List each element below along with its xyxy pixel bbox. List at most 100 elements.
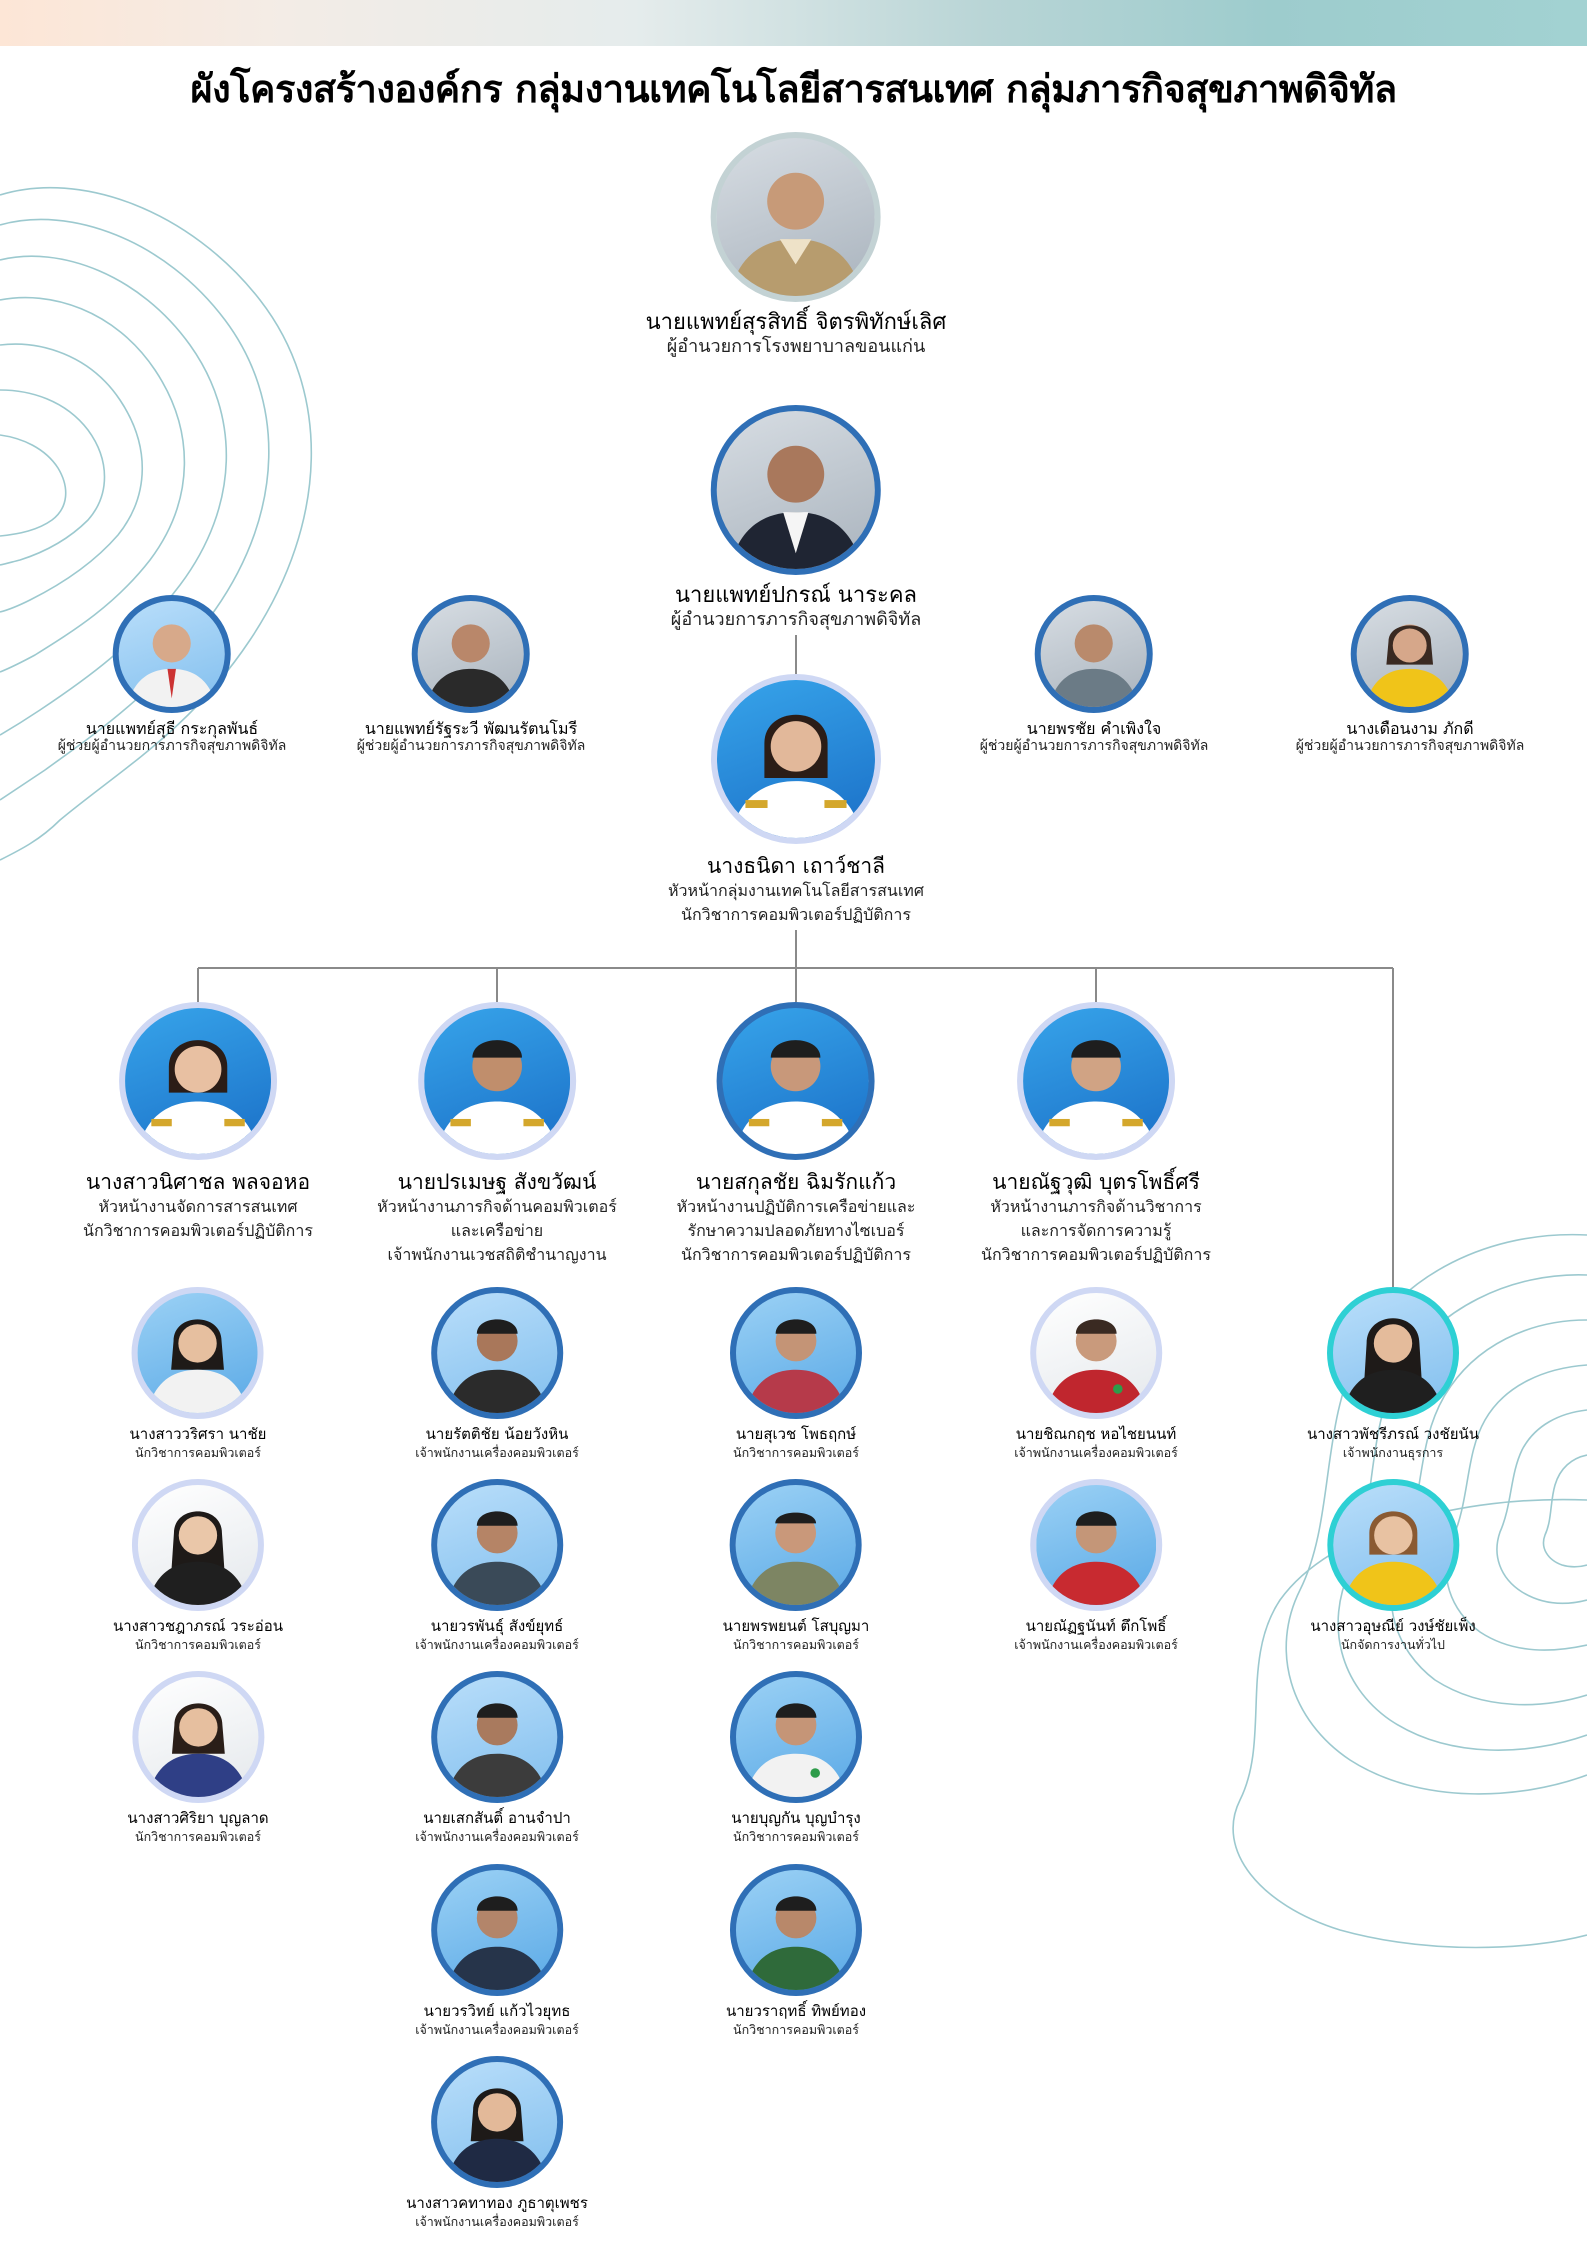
staff-photo [730, 1479, 862, 1611]
staff-node: นายวรพันธุ์ สังข์ยุทธ์ เจ้าพนักงานเครื่อ… [415, 1479, 579, 1653]
team-lead-role: หัวหน้างานภารกิจด้านวิชาการ [990, 1197, 1202, 1217]
team-lead-name: นายณัฐวุฒิ บุตรโพธิ์ศรี [992, 1170, 1200, 1194]
deputy-name: นายแพทย์ปกรณ์ นาระคล [674, 583, 918, 608]
staff-photo [1029, 1287, 1162, 1419]
assistant-node: นายแพทย์สุธี กระกุลพันธ์ ผู้ช่วยผู้อำนวย… [58, 595, 286, 756]
team-lead-node: นางสาวนิศาชล พลจอหอ หัวหน้างานจัดการสารส… [83, 1002, 313, 1243]
staff-name: นายสุเวช โพธฤกษ์ [735, 1425, 857, 1443]
director-photo [711, 132, 881, 302]
staff-node: นางสาวคทาทอง ภูธาตุเพชร เจ้าพนักงานเครื่… [406, 2056, 588, 2230]
staff-name: นางสาวชฎาภรณ์ วระอ่อน [112, 1617, 284, 1635]
assistant-node: นายพรชัย คำเพิงใจ ผู้ช่วยผู้อำนวยการภารก… [979, 595, 1209, 756]
staff-photo [430, 1864, 563, 1996]
staff-role: นักวิชาการคอมพิวเตอร์ [733, 1445, 859, 1460]
team-lead-role-line2: รักษาความปลอดภัยทางไซเบอร์ [687, 1221, 905, 1241]
team-lead-photo [418, 1002, 576, 1160]
staff-node: นายพรพยนต์ โสบุญมา นักวิชาการคอมพิวเตอร์ [722, 1479, 870, 1653]
team-lead-node: นายณัฐวุฒิ บุตรโพธิ์ศรี หัวหน้างานภารกิจ… [981, 1002, 1211, 1267]
staff-name: นายวรพันธุ์ สังข์ยุทธ์ [430, 1617, 564, 1635]
staff-node: นายสุเวช โพธฤกษ์ นักวิชาการคอมพิวเตอร์ [730, 1287, 862, 1461]
staff-role: เจ้าพนักงานเครื่องคอมพิวเตอร์ [415, 2022, 579, 2037]
staff-role: เจ้าพนักงานเครื่องคอมพิวเตอร์ [1014, 1637, 1178, 1652]
staff-name: นายวราฤทธิ์ ทิพย์ทอง [725, 2002, 867, 2020]
staff-role: นักวิชาการคอมพิวเตอร์ [135, 1829, 261, 1844]
staff-photo [1029, 1479, 1162, 1611]
page-title: ผังโครงสร้างองค์กร กลุ่มงานเทคโนโลยีสารส… [190, 67, 1397, 111]
staff-node: นางสาวชฎาภรณ์ วระอ่อน นักวิชาการคอมพิวเต… [113, 1479, 283, 1653]
staff-name: นายพรพยนต์ โสบุญมา [722, 1617, 870, 1635]
staff-node: นายบุญกัน บุญบำรุง นักวิชาการคอมพิวเตอร์ [730, 1671, 862, 1845]
assistant-name: นางเดือนงาม ภักดี [1346, 719, 1474, 738]
staff-photo [430, 1287, 563, 1419]
assistant-node: นายแพทย์รัฐระวี พัฒนรัตนโมรี ผู้ช่วยผู้อ… [356, 595, 586, 756]
staff-name: นางสาววริศรา นาชัย [129, 1425, 267, 1443]
staff-name: นางสาวอุษณีย์ วงษ์ชัยเพ็ง [1310, 1617, 1476, 1635]
team-lead-node: นายปรเมษฐ สังขวัฒน์ หัวหน้างานภารกิจด้าน… [377, 1002, 617, 1267]
assistant-role: ผู้ช่วยผู้อำนวยการภารกิจสุขภาพดิจิทัล [356, 738, 586, 755]
team-lead-role: หัวหน้างานภารกิจด้านคอมพิวเตอร์ [377, 1197, 617, 1217]
staff-photo [430, 2056, 563, 2188]
staff-photo [729, 1864, 862, 1996]
team-lead-position: เจ้าพนักงานเวชสถิติชำนาญงาน [387, 1245, 607, 1265]
head-role: หัวหน้ากลุ่มงานเทคโนโลยีสารสนเทศ [667, 881, 925, 901]
staff-name: นายรัตติชัย น้อยวังหิน [425, 1425, 569, 1443]
head-position: นักวิชาการคอมพิวเตอร์ปฏิบัติการ [681, 905, 911, 925]
staff-node: นายชิณกฤช หอไชยนนท์ เจ้าพนักงานเครื่องคอ… [1014, 1287, 1178, 1461]
head-node: นางธนิดา เถาว์ชาลี หัวหน้ากลุ่มงานเทคโนโ… [668, 674, 924, 927]
assistant-photo [113, 595, 231, 713]
team-lead-position: นักวิชาการคอมพิวเตอร์ปฏิบัติการ [981, 1245, 1211, 1265]
staff-name: นายบุญกัน บุญบำรุง [731, 1809, 861, 1827]
staff-role: นักจัดการงานทั่วไป [1340, 1637, 1446, 1652]
staff-name: นายชิณกฤช หอไชยนนท์ [1015, 1425, 1177, 1443]
team-lead-role: หัวหน้างานจัดการสารสนเทศ [98, 1197, 298, 1217]
staff-name: นางสาวคทาทอง ภูธาตุเพชร [406, 2194, 588, 2212]
staff-role: เจ้าพนักงานเครื่องคอมพิวเตอร์ [415, 1445, 579, 1460]
head-name: นางธนิดา เถาว์ชาลี [706, 854, 886, 878]
staff-node: นางสาวพัชรีภรณ์ วงชัยนัน เจ้าพนักงานธุรก… [1307, 1287, 1479, 1461]
staff-role: เจ้าพนักงานเครื่องคอมพิวเตอร์ [415, 2214, 579, 2229]
assistant-photo [1351, 595, 1469, 713]
staff-role: นักวิชาการคอมพิวเตอร์ [733, 2022, 859, 2037]
staff-node: นายณัฏฐนันท์ ตึกโพธิ์ เจ้าพนักงานเครื่อง… [1014, 1479, 1178, 1653]
staff-node: นายเสกสันติ์ อานจำปา เจ้าพนักงานเครื่องค… [415, 1671, 579, 1845]
deputy-role: ผู้อำนวยการภารกิจสุขภาพดิจิทัล [670, 609, 922, 631]
director-node: นายแพทย์สุรสิทธิ์ จิตรพิทักษ์เลิศ ผู้อำน… [645, 132, 947, 359]
staff-role: เจ้าพนักงานเครื่องคอมพิวเตอร์ [415, 1637, 579, 1652]
team-lead-role-line2: และเครือข่าย [450, 1221, 544, 1241]
team-lead-photo [118, 1002, 277, 1160]
staff-photo [430, 1479, 563, 1611]
assistant-name: นายพรชัย คำเพิงใจ [1026, 719, 1162, 738]
team-lead-role-line2: และการจัดการความรู้ [1020, 1221, 1172, 1241]
deputy-node: นายแพทย์ปกรณ์ นาระคล ผู้อำนวยการภารกิจสุ… [671, 405, 921, 632]
head-photo [710, 674, 881, 844]
staff-role: นักวิชาการคอมพิวเตอร์ [135, 1637, 261, 1652]
staff-node: นายรัตติชัย น้อยวังหิน เจ้าพนักงานเครื่อ… [415, 1287, 579, 1461]
assistant-photo [412, 595, 530, 713]
staff-role: นักวิชาการคอมพิวเตอร์ [733, 1829, 859, 1844]
header-gradient-bar [0, 0, 1587, 46]
assistant-role: ผู้ช่วยผู้อำนวยการภารกิจสุขภาพดิจิทัล [1295, 738, 1525, 755]
assistant-photo [1035, 595, 1153, 713]
staff-node: นายวราฤทธิ์ ทิพย์ทอง นักวิชาการคอมพิวเตอ… [726, 1864, 866, 2038]
director-name: นายแพทย์สุรสิทธิ์ จิตรพิทักษ์เลิศ [645, 310, 947, 335]
staff-role: เจ้าพนักงานเครื่องคอมพิวเตอร์ [415, 1829, 579, 1844]
deputy-photo [710, 405, 881, 575]
staff-role: เจ้าพนักงานธุรการ [1342, 1445, 1444, 1460]
staff-name: นายณัฏฐนันท์ ตึกโพธิ์ [1025, 1617, 1167, 1635]
staff-node: นางสาววริศรา นาชัย นักวิชาการคอมพิวเตอร์ [129, 1287, 267, 1461]
assistant-node: นางเดือนงาม ภักดี ผู้ช่วยผู้อำนวยการภารก… [1295, 595, 1525, 756]
team-lead-photo [1016, 1002, 1175, 1160]
team-lead-position: นักวิชาการคอมพิวเตอร์ปฏิบัติการ [83, 1221, 313, 1241]
assistant-role: ผู้ช่วยผู้อำนวยการภารกิจสุขภาพดิจิทัล [979, 738, 1209, 755]
staff-name: นางสาวพัชรีภรณ์ วงชัยนัน [1307, 1425, 1479, 1443]
staff-node: นายวรวิทย์ แก้วไวยุทธ เจ้าพนักงานเครื่อง… [415, 1864, 579, 2038]
team-lead-position: นักวิชาการคอมพิวเตอร์ปฏิบัติการ [681, 1245, 911, 1265]
assistant-name: นายแพทย์รัฐระวี พัฒนรัตนโมรี [364, 719, 578, 738]
team-lead-photo [716, 1002, 875, 1160]
staff-photo [730, 1671, 862, 1803]
team-lead-name: นางสาวนิศาชล พลจอหอ [85, 1170, 311, 1194]
staff-photo [132, 1671, 264, 1803]
assistant-name: นายแพทย์สุธี กระกุลพันธ์ [85, 719, 259, 738]
staff-name: นางสาวศิริยา บุญลาด [127, 1809, 269, 1827]
